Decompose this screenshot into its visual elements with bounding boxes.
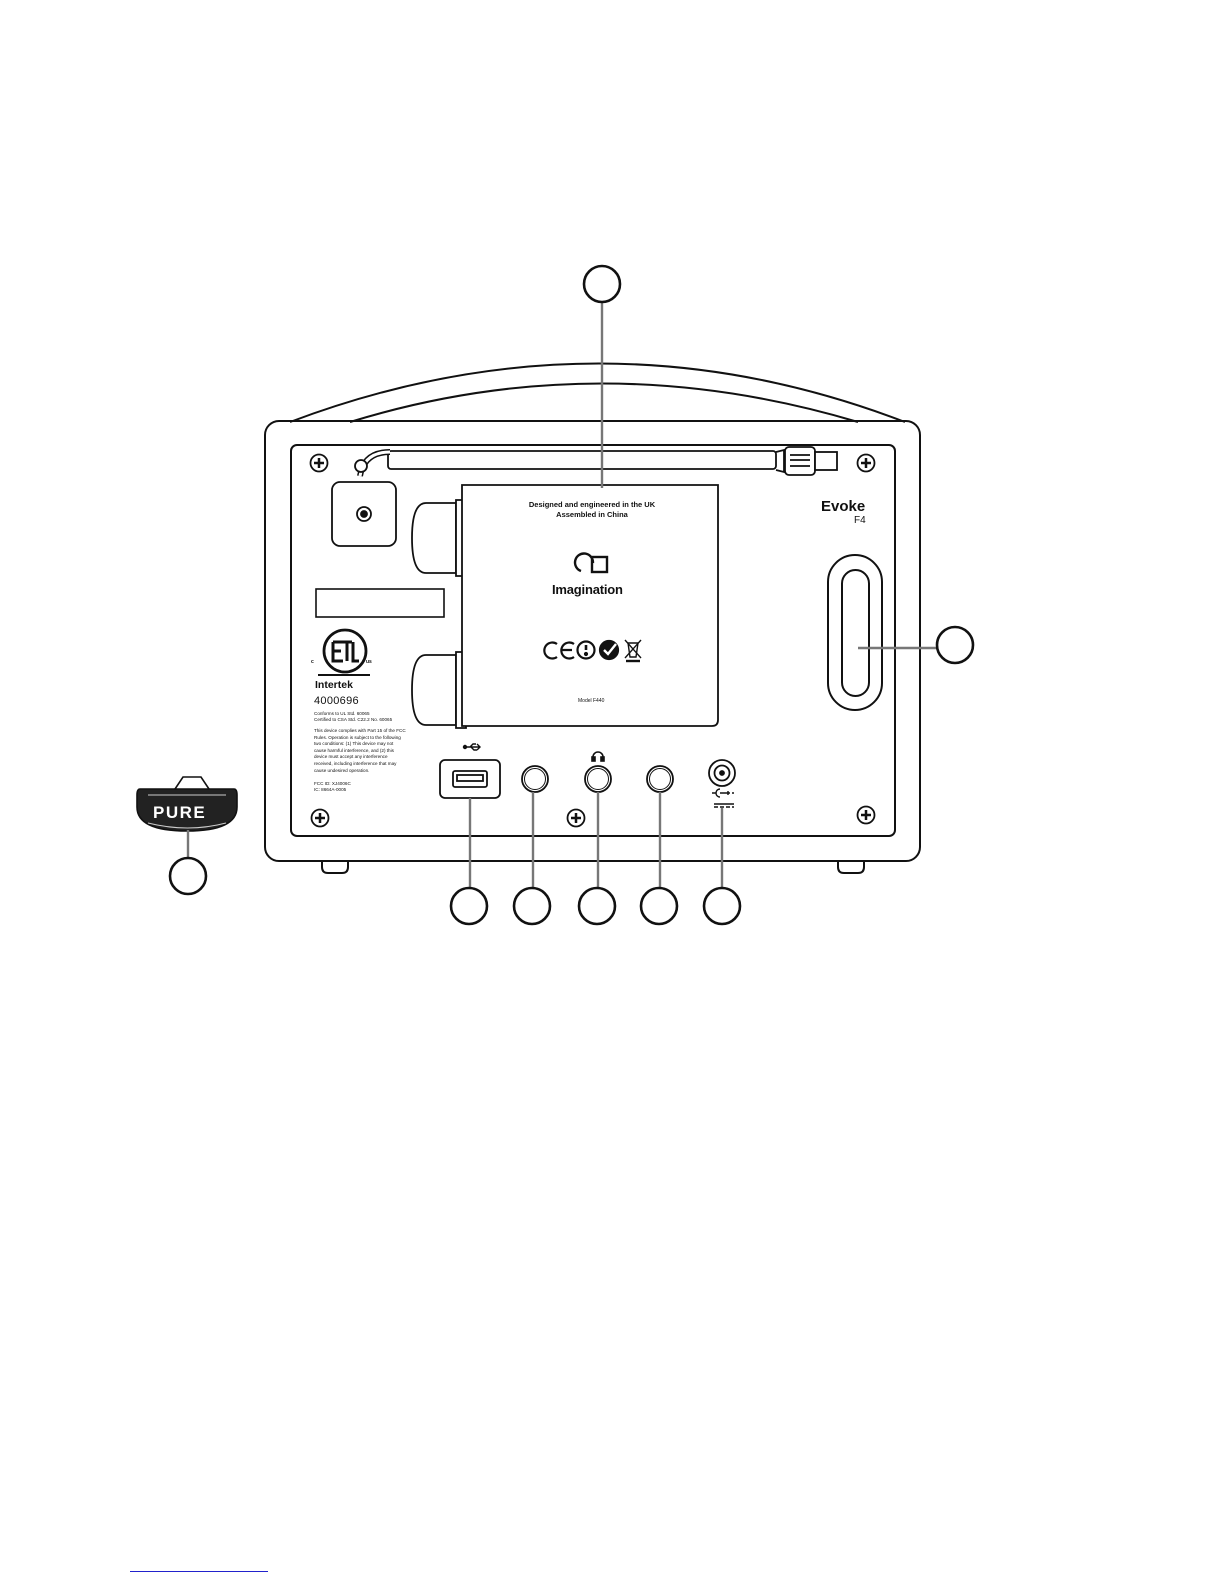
serial-label-area bbox=[315, 588, 445, 618]
screw-top-right bbox=[856, 453, 876, 473]
callout-circle-6 bbox=[577, 886, 617, 926]
plate-line-2: Assembled in China bbox=[556, 510, 628, 519]
weee-bin-icon bbox=[624, 639, 642, 663]
screw-bottom-left bbox=[310, 808, 330, 828]
foot-right bbox=[837, 861, 865, 874]
cabinet-arch-inner bbox=[349, 382, 859, 423]
cert-number: 4000696 bbox=[314, 695, 359, 707]
fcc-line: cause harmful interference, and (2) this bbox=[314, 747, 394, 753]
callout-circle-4 bbox=[449, 886, 489, 926]
rf-warning-icon bbox=[576, 640, 596, 660]
cabinet-body bbox=[264, 420, 921, 862]
headphone-jack bbox=[584, 765, 612, 793]
fcc-line: device must accept any interference bbox=[314, 754, 388, 760]
fcc-id: FCC ID: XJ4006C bbox=[314, 781, 351, 786]
cabinet-arch bbox=[289, 362, 906, 423]
callout-circle-3 bbox=[168, 856, 208, 896]
fcc-line: Rules. Operation is subject to the follo… bbox=[314, 734, 401, 740]
carry-handle-slot bbox=[827, 554, 883, 711]
etl-c-mark: c bbox=[311, 659, 314, 665]
cabinet-back-panel bbox=[290, 444, 896, 837]
pure-accessory-cap bbox=[136, 776, 238, 832]
screw-bottom-center bbox=[566, 808, 586, 828]
footer-link-rule bbox=[130, 1571, 268, 1572]
fcc-line: This device complies with Part 15 of the… bbox=[314, 728, 406, 733]
foot-left bbox=[321, 861, 349, 874]
callout-circle-7 bbox=[639, 886, 679, 926]
plate-line-1: Designed and engineered in the UK bbox=[528, 500, 656, 509]
fcc-line: two conditions: (1) This device may not bbox=[314, 741, 394, 747]
cert-lab: Intertek bbox=[315, 679, 353, 691]
fcc-statement: This device complies with Part 15 of the… bbox=[314, 728, 406, 774]
c-tick-icon bbox=[598, 639, 620, 661]
regulatory-marks bbox=[543, 639, 642, 663]
aux-jack bbox=[521, 765, 549, 793]
screw-bottom-right bbox=[856, 805, 876, 825]
ports bbox=[439, 743, 736, 808]
etl-listed-mark bbox=[318, 628, 370, 676]
telescopic-antenna bbox=[331, 446, 838, 547]
callout-circle-8 bbox=[702, 886, 742, 926]
fcc-line: received, including interference that ma… bbox=[314, 760, 397, 766]
label-plate bbox=[461, 484, 719, 727]
dc-power-jack bbox=[708, 759, 736, 787]
line-out-jack bbox=[646, 765, 674, 793]
screw-top-left bbox=[309, 453, 329, 473]
ic-id: IC: 8664A-0005 bbox=[314, 787, 347, 792]
callout-leaders bbox=[186, 300, 938, 887]
cert-standard-1: Conforms to UL Std. 60065 bbox=[314, 711, 370, 716]
model-name: Evoke bbox=[821, 498, 866, 515]
callout-circle-2 bbox=[935, 625, 975, 665]
ce-mark-icon bbox=[543, 641, 575, 660]
dc-power-icon bbox=[712, 788, 734, 808]
cert-standard-2: Certified to CSA Std. C22.2 No. 60065 bbox=[314, 717, 393, 722]
imagination-logo bbox=[573, 552, 609, 574]
imagination-wordmark: Imagination bbox=[552, 582, 623, 597]
headphone-icon bbox=[591, 751, 605, 762]
pure-logo-text: PURE bbox=[153, 803, 207, 822]
fcc-line: cause undesired operation. bbox=[314, 767, 370, 773]
etl-us-mark: us bbox=[366, 659, 372, 665]
plate-model-text: Model F440 bbox=[578, 698, 605, 704]
callout-circle-1 bbox=[582, 264, 622, 304]
usb-port bbox=[439, 759, 501, 799]
model-variant: F4 bbox=[854, 515, 866, 526]
speaker-drivers bbox=[411, 499, 467, 729]
usb-icon bbox=[462, 743, 481, 751]
callout-circle-5 bbox=[512, 886, 552, 926]
